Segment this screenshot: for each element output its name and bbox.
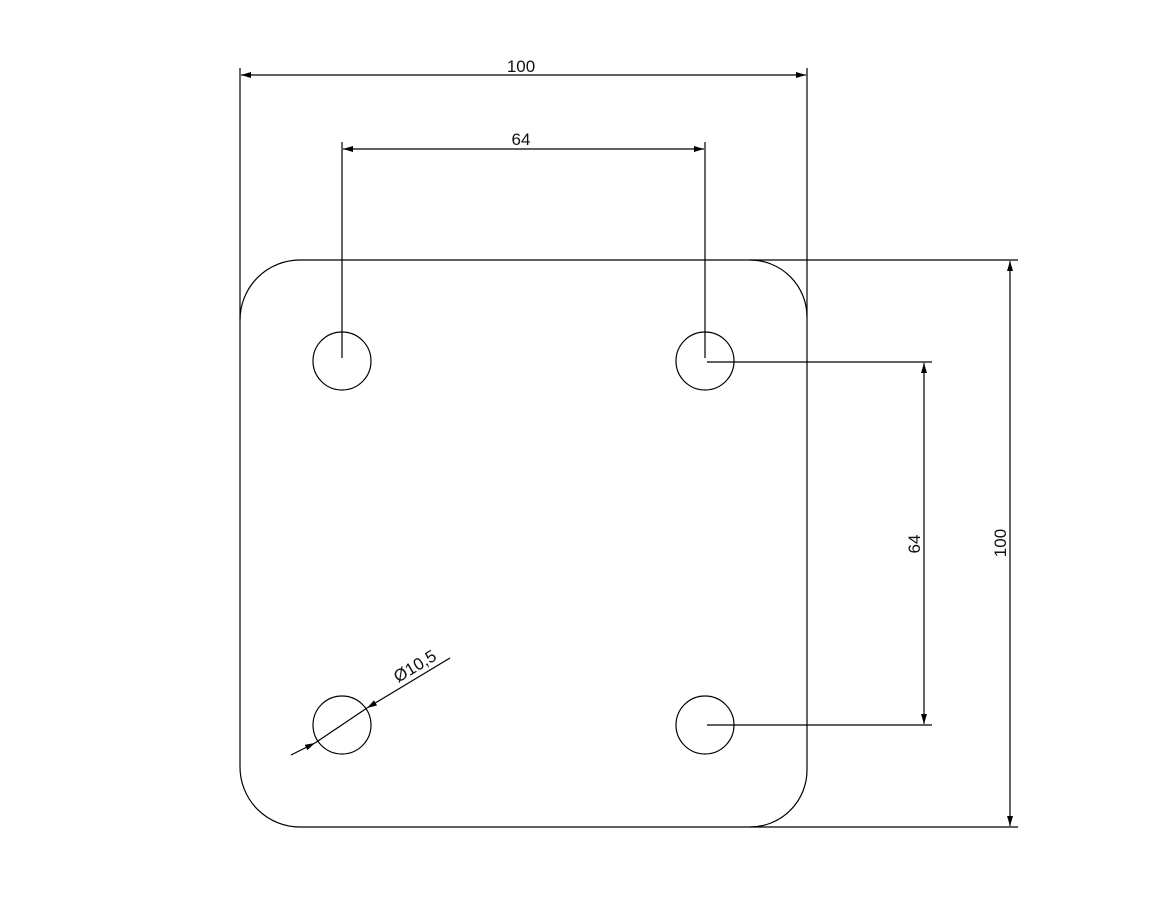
- dimension-hole-spacing-x: 64: [341, 130, 706, 358]
- dimension-hole-diameter: Ø10,5: [290, 646, 451, 756]
- plate-outline: [239, 259, 808, 828]
- dimension-label-hole-spacing-y: 64: [905, 535, 924, 554]
- dimension-label-overall-width: 100: [507, 57, 535, 76]
- dimension-label-overall-height: 100: [991, 529, 1010, 557]
- dimension-label-hole-diameter: Ø10,5: [390, 646, 439, 686]
- dimension-hole-spacing-y: 64: [707, 361, 932, 726]
- dimension-label-hole-spacing-x: 64: [512, 130, 531, 149]
- dimension-overall-height: 100: [750, 259, 1018, 828]
- holes: [312, 331, 735, 755]
- hole-bottom-left: [312, 695, 372, 755]
- dimension-overall-width: 100: [239, 57, 808, 320]
